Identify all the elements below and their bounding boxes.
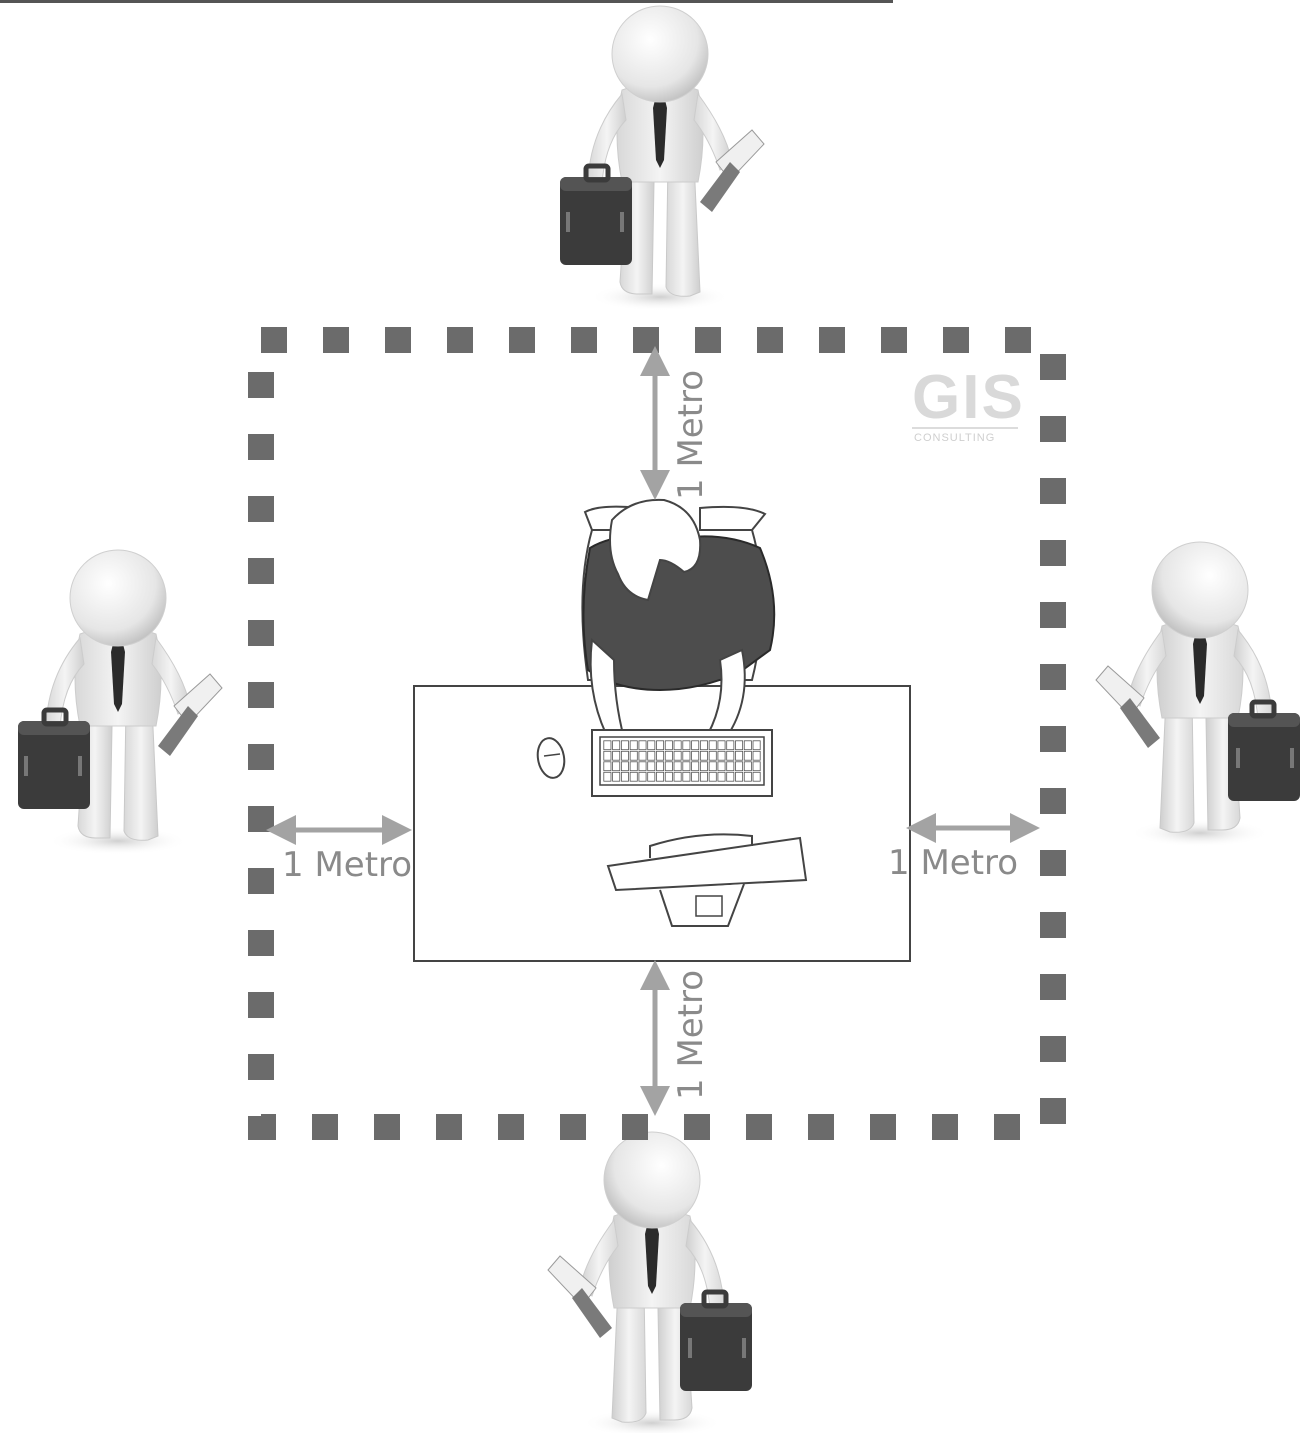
keyboard-key <box>735 750 744 761</box>
keyboard-key <box>612 771 621 782</box>
keyboard-icon <box>591 729 773 797</box>
keyboard-key <box>603 740 612 751</box>
keyboard-key <box>603 761 612 772</box>
keyboard-key <box>638 740 647 751</box>
keyboard-key <box>735 740 744 751</box>
keyboard-key <box>620 750 629 761</box>
keyboard-key <box>682 740 691 751</box>
monitor-icon <box>606 833 808 927</box>
keyboard-key <box>638 761 647 772</box>
keyboard-key <box>673 761 682 772</box>
keyboard-key <box>691 771 700 782</box>
keyboard-key <box>752 761 761 772</box>
keyboard-key <box>629 771 638 782</box>
keyboard-key <box>717 771 726 782</box>
keyboard-key <box>708 771 717 782</box>
desk <box>413 685 911 962</box>
keyboard-key <box>656 771 665 782</box>
logo-mark: GIS <box>912 363 1025 432</box>
logo-subtitle: CONSULTING <box>914 432 995 444</box>
keyboard-key <box>647 740 656 751</box>
keyboard-key <box>673 750 682 761</box>
keyboard-key <box>752 750 761 761</box>
keyboard-key <box>620 771 629 782</box>
keyboard-key <box>726 761 735 772</box>
keyboard-key <box>647 761 656 772</box>
keyboard-key <box>699 761 708 772</box>
gis-consulting-logo: GIS CONSULTING <box>912 363 1025 444</box>
keyboard-key <box>664 771 673 782</box>
keyboard-key <box>743 771 752 782</box>
keyboard-key <box>743 750 752 761</box>
keyboard-key <box>708 740 717 751</box>
keyboard-key <box>699 740 708 751</box>
businessman-left <box>18 550 222 855</box>
keyboard-key <box>603 750 612 761</box>
keyboard-key <box>726 740 735 751</box>
keyboard-key <box>699 771 708 782</box>
keyboard-key <box>629 761 638 772</box>
keyboard-key <box>612 761 621 772</box>
keyboard-key <box>620 740 629 751</box>
bottom-distance-label: 1 Metro <box>671 970 711 1100</box>
keyboard-key <box>664 750 673 761</box>
top-distance-label: 1 Metro <box>671 370 711 500</box>
keyboard-key <box>656 761 665 772</box>
keyboard-key <box>656 740 665 751</box>
keyboard-key <box>647 771 656 782</box>
keyboard-key <box>726 771 735 782</box>
keyboard-key <box>752 740 761 751</box>
keyboard-key <box>638 750 647 761</box>
businessman-bottom <box>548 1132 752 1433</box>
keyboard-key <box>717 750 726 761</box>
keyboard-key <box>708 761 717 772</box>
right-distance-label: 1 Metro <box>888 843 1018 883</box>
keyboard-key <box>717 740 726 751</box>
keyboard-key <box>717 761 726 772</box>
keyboard-key <box>603 771 612 782</box>
keyboard-key <box>743 740 752 751</box>
keyboard-key <box>612 740 621 751</box>
top-border-line <box>0 0 893 3</box>
keyboard-key <box>673 740 682 751</box>
keyboard-key <box>612 750 621 761</box>
keyboard-key <box>735 761 744 772</box>
keyboard-key <box>638 771 647 782</box>
keyboard-key <box>629 750 638 761</box>
keyboard-key <box>647 750 656 761</box>
keyboard-key <box>673 771 682 782</box>
businessman-right <box>1096 542 1300 847</box>
keyboard-key <box>691 761 700 772</box>
keyboard-key <box>735 771 744 782</box>
distance-boundary <box>248 327 1066 1140</box>
keyboard-key <box>682 750 691 761</box>
businessman-top <box>560 6 764 311</box>
keyboard-key <box>656 750 665 761</box>
seated-worker <box>581 498 776 740</box>
keyboard-key <box>682 771 691 782</box>
keyboard-key <box>664 740 673 751</box>
keyboard-key <box>726 750 735 761</box>
keyboard-key <box>664 761 673 772</box>
keyboard-key <box>752 771 761 782</box>
keyboard-key <box>691 750 700 761</box>
keyboard-key <box>629 740 638 751</box>
keyboard-key <box>620 761 629 772</box>
keyboard-key <box>743 761 752 772</box>
keyboard-key <box>682 761 691 772</box>
left-distance-label: 1 Metro <box>282 845 412 885</box>
keyboard-key <box>691 740 700 751</box>
keyboard-key <box>699 750 708 761</box>
keyboard-key <box>708 750 717 761</box>
mouse-icon <box>536 737 566 779</box>
